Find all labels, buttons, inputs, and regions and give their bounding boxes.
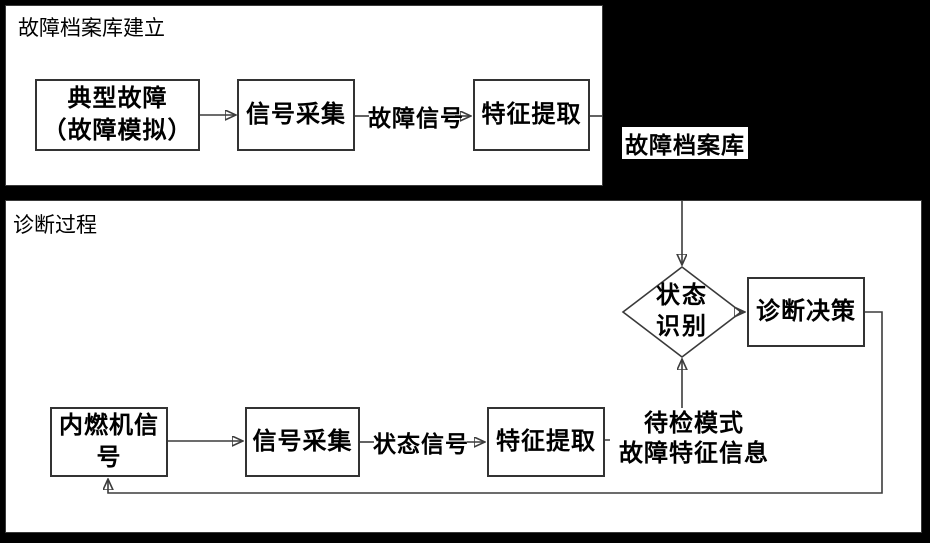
node-feature-extraction-diagnosis-label: 特征提取 [496,428,596,456]
node-typical-fault-line2: （故障模拟） [42,117,193,144]
node-feature-extraction-diagnosis: 特征提取 [487,407,605,477]
edge-label-fault-archive: 故障档案库 [622,127,748,159]
archive-section-title: 故障档案库建立 [18,17,165,40]
diagnosis-section-title: 诊断过程 [13,214,97,237]
node-typical-fault: 典型故障 （故障模拟） [35,79,200,151]
edge-label-fault-signal: 故障信号 [368,105,464,131]
edge-label-state-signal: 状态信号 [373,431,469,457]
edge-label-pending-mode: 待检模式 故障特征信息 [610,408,778,470]
node-feature-extraction-archive-label: 特征提取 [481,101,582,129]
node-typical-fault-line1: 典型故障 [67,85,168,113]
node-diagnosis-decision-label: 诊断决策 [756,298,856,326]
node-engine-signal-line2: 号 [96,444,122,471]
node-state-recognition-line1: 状态 [656,282,708,310]
node-signal-acquisition-archive-label: 信号采集 [246,101,346,129]
node-signal-acquisition-archive: 信号采集 [237,79,355,151]
node-feature-extraction-archive: 特征提取 [473,79,590,151]
edge-label-pending-mode-line2: 故障特征信息 [619,440,769,467]
node-signal-acquisition-diagnosis: 信号采集 [245,407,360,477]
node-state-recognition-line2: 识别 [656,313,708,340]
edge-label-pending-mode-line1: 待检模式 [644,410,744,437]
node-engine-signal-line1: 内燃机信 [59,412,159,440]
node-engine-signal: 内燃机信 号 [50,407,168,477]
node-signal-acquisition-diagnosis-label: 信号采集 [252,428,353,456]
node-state-recognition: 状态 识别 [623,281,741,343]
node-diagnosis-decision: 诊断决策 [747,277,865,347]
diagnosis-section-panel [5,200,922,533]
